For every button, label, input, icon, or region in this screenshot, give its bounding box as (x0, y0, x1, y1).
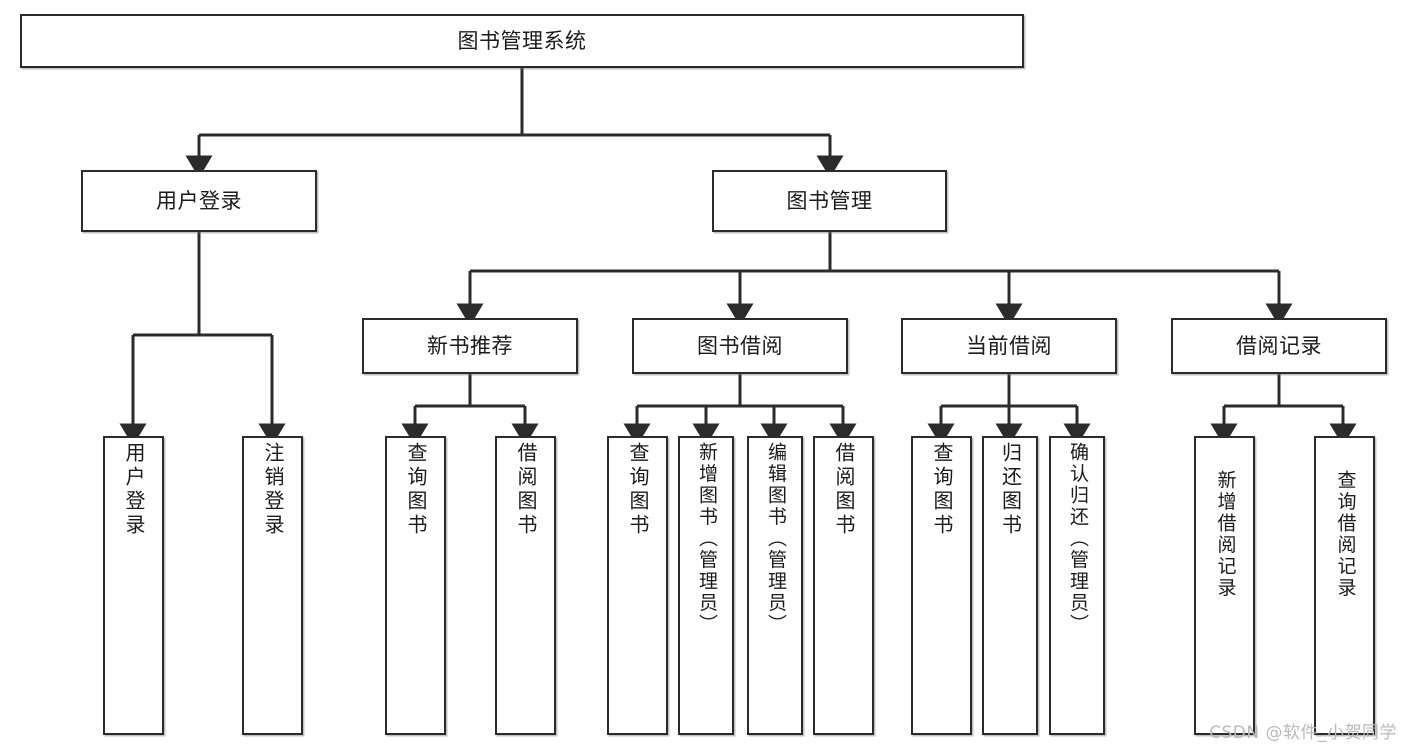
node-label: 编辑图书（管理员） (764, 442, 787, 636)
leaf-book-borrow-query-book[interactable]: 查询图书 (607, 436, 668, 735)
leaf-current-borrow-confirm-return-admin[interactable]: 确认归还（管理员） (1049, 436, 1105, 735)
node-label: 图书借阅 (697, 333, 783, 358)
node-book-management[interactable]: 图书管理 (712, 170, 947, 232)
node-label: 查询借阅记录 (1334, 470, 1357, 599)
leaf-current-borrow-query-book[interactable]: 查询图书 (911, 436, 972, 735)
leaf-borrow-record-query-record[interactable]: 查询借阅记录 (1314, 436, 1375, 735)
node-label: 新书推荐 (427, 333, 513, 358)
leaf-new-book-borrow-book[interactable]: 借阅图书 (495, 436, 556, 735)
node-user-login[interactable]: 用户登录 (81, 170, 317, 232)
watermark-text: CSDN @软件_小贺同学 (1209, 723, 1397, 743)
leaf-new-book-query-book[interactable]: 查询图书 (385, 436, 446, 735)
node-label: 查询图书 (930, 442, 954, 538)
node-label: 查询图书 (626, 442, 650, 538)
node-label: 注销登录 (261, 442, 285, 538)
node-root-book-management-system[interactable]: 图书管理系统 (20, 14, 1024, 68)
node-label: 新增借阅记录 (1214, 470, 1237, 599)
node-label: 归还图书 (998, 442, 1023, 538)
node-label: 用户登录 (156, 188, 242, 213)
node-borrow-record[interactable]: 借阅记录 (1171, 318, 1387, 374)
leaf-user-login-logout[interactable]: 注销登录 (242, 436, 303, 735)
leaf-current-borrow-return-book[interactable]: 归还图书 (982, 436, 1038, 735)
node-label: 图书管理 (786, 188, 873, 213)
leaf-book-borrow-edit-book-admin[interactable]: 编辑图书（管理员） (747, 436, 803, 735)
node-label: 图书管理系统 (457, 28, 587, 53)
node-label: 借阅图书 (514, 442, 538, 538)
node-new-book-recommend[interactable]: 新书推荐 (362, 318, 578, 374)
node-current-borrow[interactable]: 当前借阅 (901, 318, 1117, 374)
leaf-borrow-record-add-record[interactable]: 新增借阅记录 (1194, 436, 1255, 735)
node-label: 借阅记录 (1236, 333, 1322, 358)
leaf-book-borrow-add-book-admin[interactable]: 新增图书（管理员） (678, 436, 734, 735)
node-label: 当前借阅 (966, 333, 1052, 358)
node-label: 确认归还（管理员） (1066, 442, 1089, 636)
node-label: 新增图书（管理员） (695, 442, 718, 636)
node-label: 查询图书 (404, 442, 428, 538)
leaf-book-borrow-borrow-book[interactable]: 借阅图书 (813, 436, 874, 735)
node-book-borrow[interactable]: 图书借阅 (632, 318, 848, 374)
node-label: 用户登录 (122, 442, 146, 538)
leaf-user-login-login[interactable]: 用户登录 (103, 436, 164, 735)
node-label: 借阅图书 (832, 442, 856, 538)
